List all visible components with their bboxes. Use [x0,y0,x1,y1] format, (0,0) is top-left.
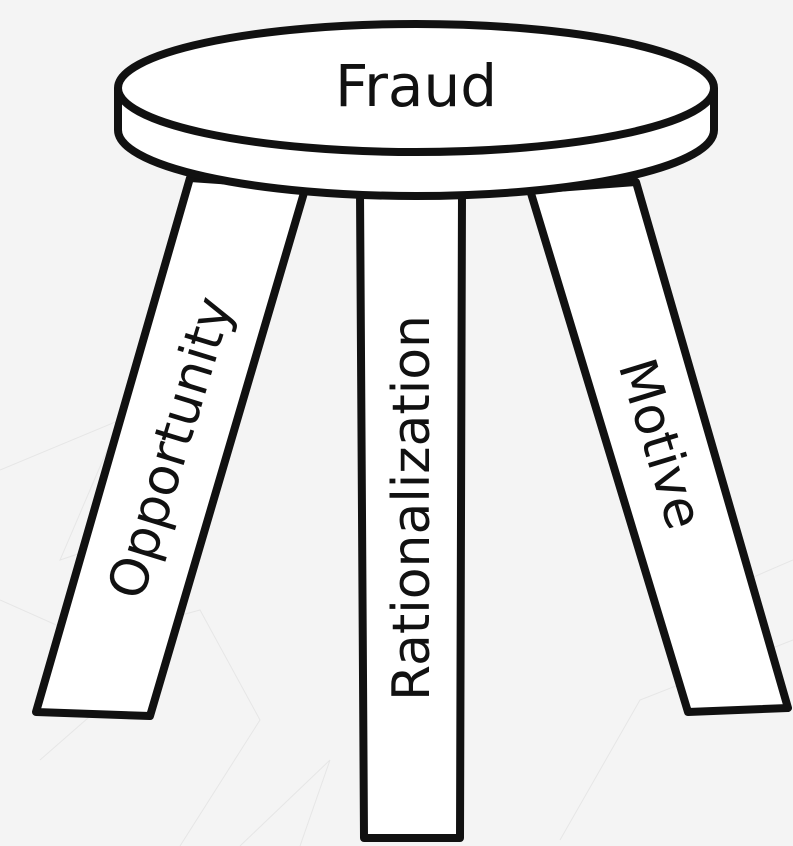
seat-label: Fraud [335,52,497,120]
stool-seat [114,20,718,200]
leg-label-rationalization: Rationalization [382,315,442,701]
